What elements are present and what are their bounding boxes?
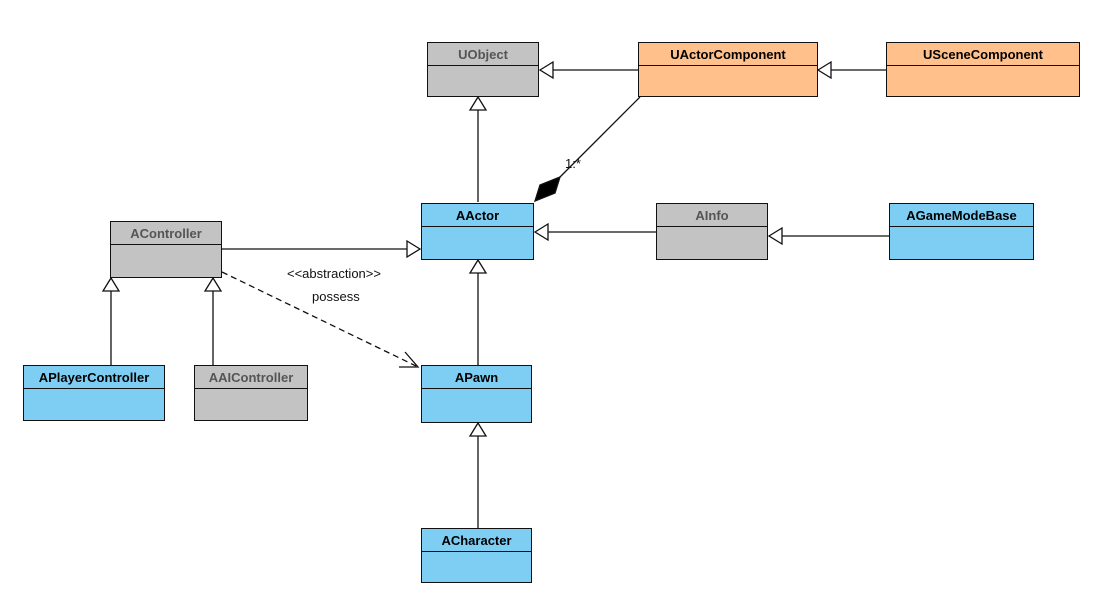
class-acharacter-name: ACharacter [422, 529, 531, 552]
possess-dependency-arrowhead [399, 351, 420, 368]
class-uscenecomponent-name: USceneComponent [887, 43, 1079, 66]
class-apawn-name: APawn [422, 366, 531, 389]
class-aaicontroller-name: AAIController [195, 366, 307, 389]
agamemodebase-ainfo-arrowhead [767, 226, 783, 246]
uscenecomponent-uactorcomponent-arrowhead [816, 60, 832, 80]
class-aaicontroller[interactable]: AAIController [194, 365, 308, 421]
class-uactorcomponent-name: UActorComponent [639, 43, 817, 66]
class-ainfo[interactable]: AInfo [656, 203, 768, 260]
class-aplayercontroller[interactable]: APlayerController [23, 365, 165, 421]
possess-dependency-line [221, 271, 417, 367]
class-uobject-name: UObject [428, 43, 538, 66]
class-uobject[interactable]: UObject [427, 42, 539, 97]
composition-line [559, 96, 641, 178]
aaicontroller-acontroller-arrowhead [203, 276, 223, 292]
acharacter-apawn-arrowhead [468, 421, 488, 437]
class-aactor-name: AActor [422, 204, 533, 227]
class-uactorcomponent[interactable]: UActorComponent [638, 42, 818, 97]
uactorcomponent-uobject-arrowhead [538, 60, 554, 80]
composition-diamond [533, 175, 562, 203]
class-acontroller-name: AController [111, 222, 221, 245]
class-aplayercontroller-name: APlayerController [24, 366, 164, 389]
acontroller-aactor-arrowhead [406, 239, 422, 259]
aactor-uobject-arrowhead [468, 95, 488, 111]
dependency-stereotype-label: <<abstraction>> [287, 266, 381, 281]
class-apawn[interactable]: APawn [421, 365, 532, 423]
class-aactor[interactable]: AActor [421, 203, 534, 260]
dependency-name-label: possess [312, 289, 360, 304]
aplayercontroller-acontroller-arrowhead [101, 276, 121, 292]
class-agamemodebase-name: AGameModeBase [890, 204, 1033, 227]
composition-multiplicity-label: 1:* [565, 156, 581, 171]
class-ainfo-name: AInfo [657, 204, 767, 227]
class-acharacter[interactable]: ACharacter [421, 528, 532, 583]
class-agamemodebase[interactable]: AGameModeBase [889, 203, 1034, 260]
ainfo-aactor-arrowhead [533, 222, 549, 242]
apawn-aactor-arrowhead [468, 258, 488, 274]
class-acontroller[interactable]: AController [110, 221, 222, 278]
class-uscenecomponent[interactable]: USceneComponent [886, 42, 1080, 97]
